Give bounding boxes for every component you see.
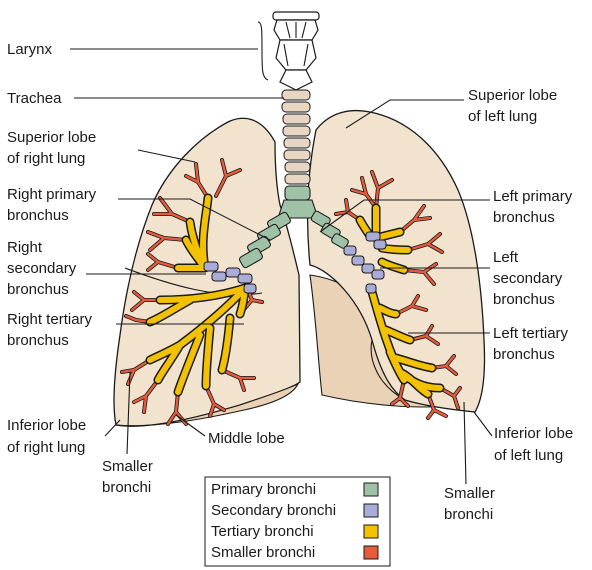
trachea: [282, 90, 310, 184]
label-left-tertiary-line2: bronchus: [493, 346, 555, 363]
legend: Primary bronchi Secondary bronchi Tertia…: [205, 477, 390, 566]
legend-label-primary: Primary bronchi: [211, 481, 316, 498]
label-inferior-lobe-right-line2: of right lung: [7, 439, 85, 456]
label-right-secondary-line1: Right: [7, 239, 43, 256]
legend-label-smaller: Smaller bronchi: [211, 544, 315, 561]
label-right-tertiary-line2: bronchus: [7, 332, 69, 349]
legend-swatch-smaller: [364, 546, 378, 559]
label-superior-lobe-left-line1: Superior lobe: [468, 87, 557, 104]
label-larynx: Larynx: [7, 41, 53, 58]
label-right-tertiary-line1: Right tertiary: [7, 311, 93, 328]
label-smaller-bronchi-right-line2: bronchi: [444, 506, 493, 523]
label-inferior-lobe-left-line2: of left lung: [494, 447, 563, 464]
legend-swatch-secondary: [364, 504, 378, 517]
label-right-primary-line2: bronchus: [7, 207, 69, 224]
legend-label-secondary: Secondary bronchi: [211, 502, 336, 519]
label-left-secondary-line3: bronchus: [493, 291, 555, 308]
larynx: [273, 12, 319, 90]
label-middle-lobe: Middle lobe: [208, 430, 285, 447]
label-trachea: Trachea: [7, 90, 62, 107]
label-right-secondary-line3: bronchus: [7, 281, 69, 298]
legend-swatch-primary: [364, 483, 378, 496]
legend-label-tertiary: Tertiary bronchi: [211, 523, 314, 540]
label-left-secondary-line2: secondary: [493, 270, 563, 287]
label-right-secondary-line2: secondary: [7, 260, 77, 277]
label-left-tertiary-line1: Left tertiary: [493, 325, 569, 342]
label-smaller-bronchi-right-line1: Smaller: [444, 485, 495, 502]
label-superior-lobe-right-line1: Superior lobe: [7, 129, 96, 146]
legend-swatch-tertiary: [364, 525, 378, 538]
label-right-primary-line1: Right primary: [7, 186, 97, 203]
label-superior-lobe-right-line2: of right lung: [7, 150, 85, 167]
label-smaller-bronchi-left-line2: bronchi: [102, 479, 151, 496]
label-inferior-lobe-right-line1: Inferior lobe: [7, 417, 86, 434]
label-left-primary-line2: bronchus: [493, 209, 555, 226]
label-left-secondary-line1: Left: [493, 249, 519, 266]
label-smaller-bronchi-left-line1: Smaller: [102, 458, 153, 475]
label-superior-lobe-left-line2: of left lung: [468, 108, 537, 125]
label-left-primary-line1: Left primary: [493, 188, 573, 205]
label-inferior-lobe-left-line1: Inferior lobe: [494, 425, 573, 442]
